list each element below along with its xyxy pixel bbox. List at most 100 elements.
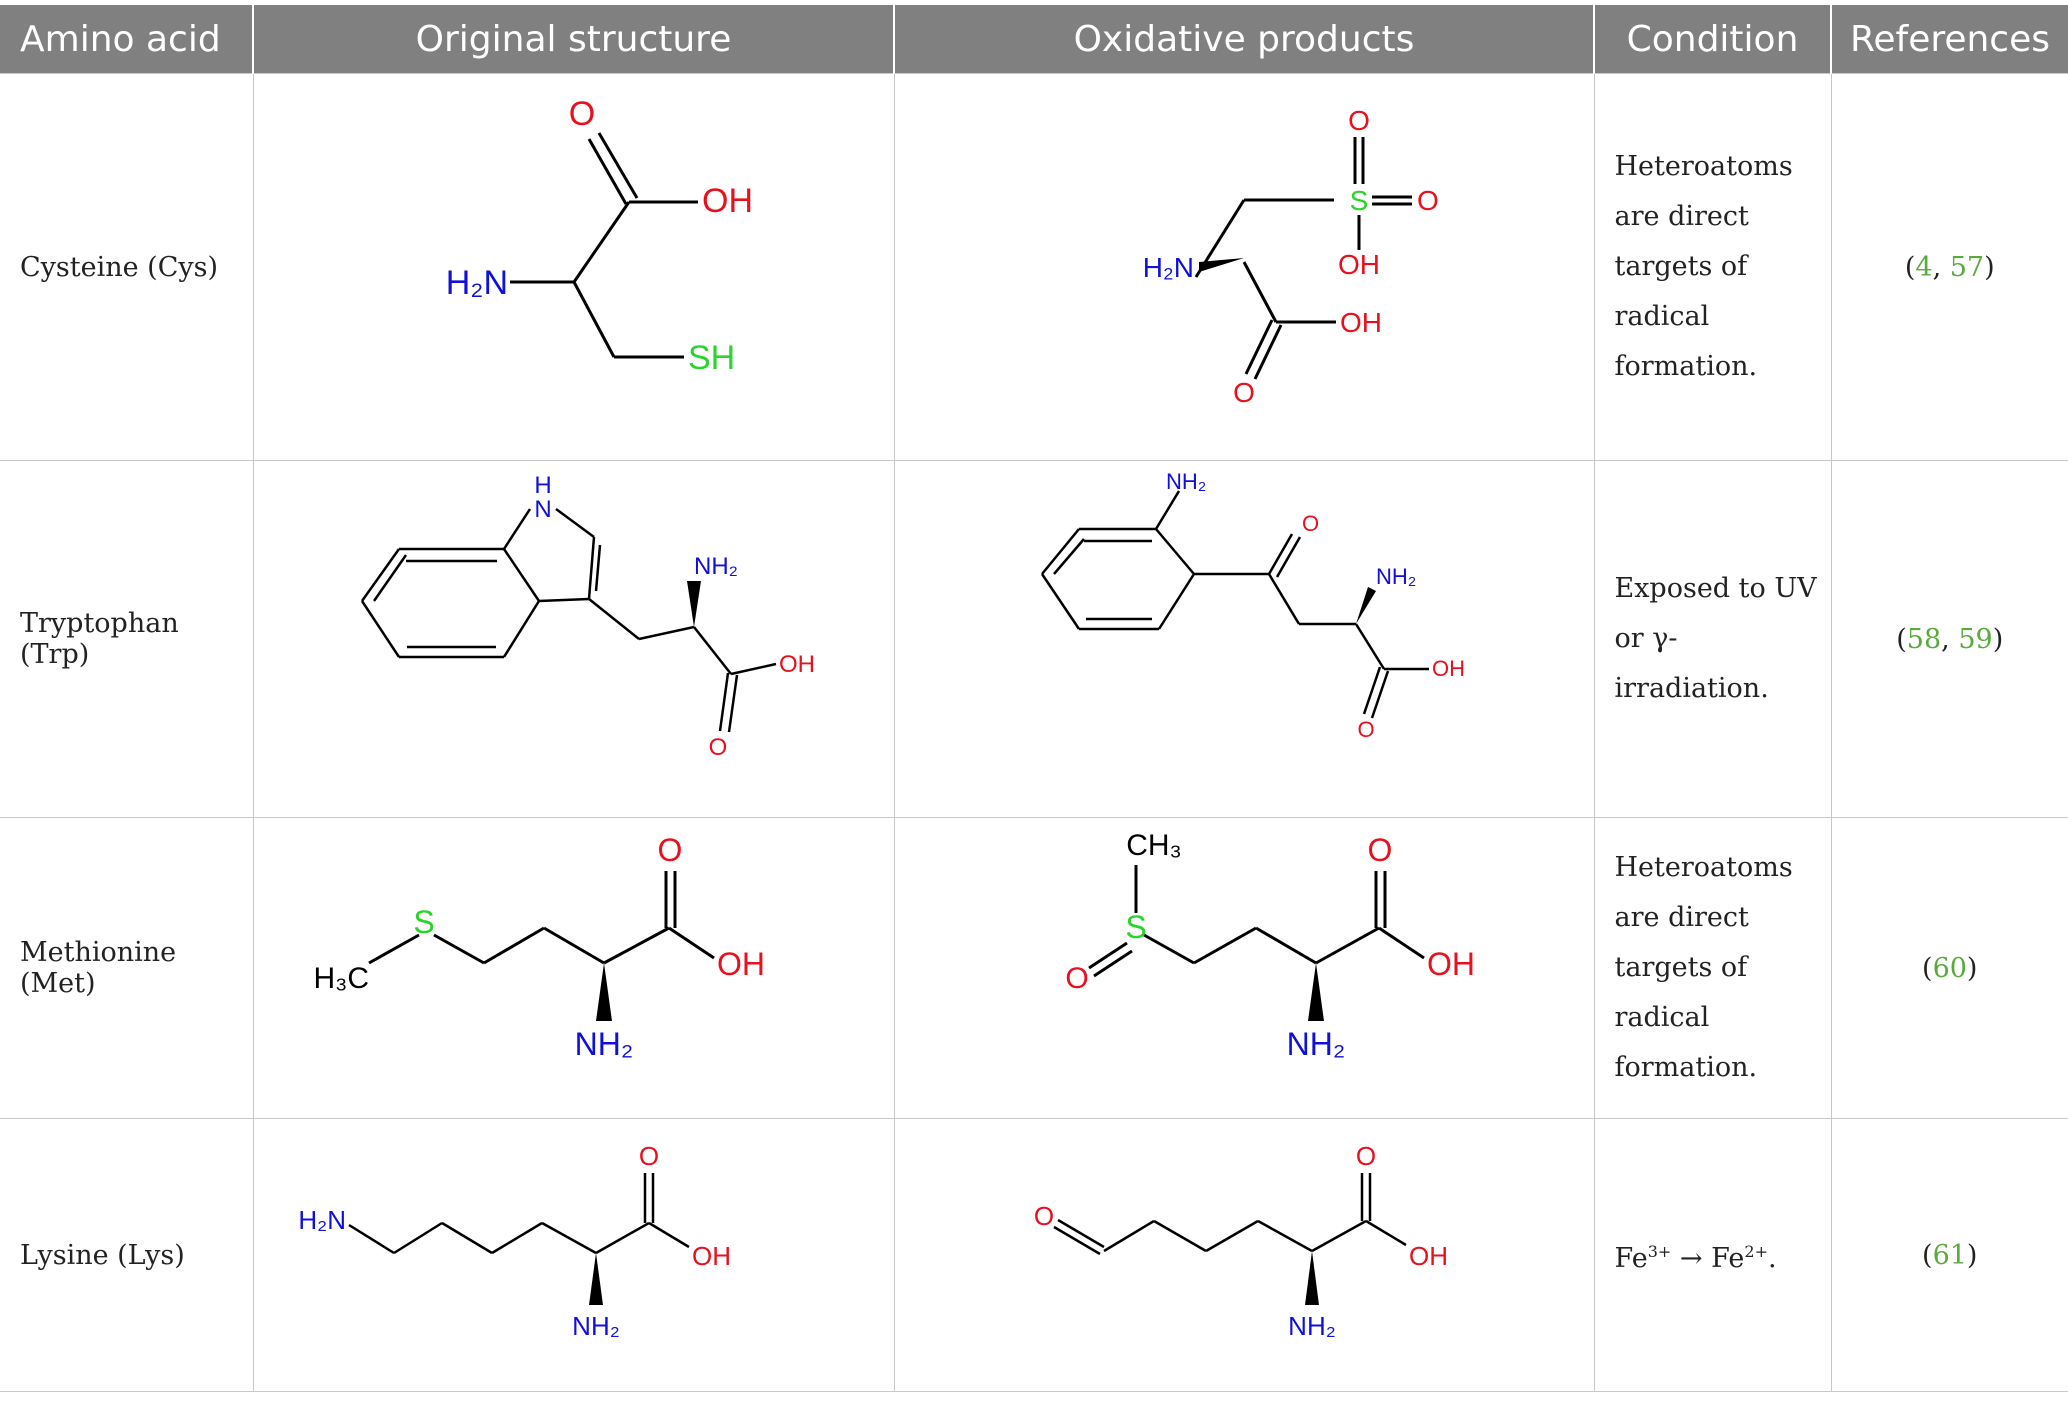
atom-label: O	[1357, 717, 1374, 742]
reference-link[interactable]: 60	[1932, 952, 1967, 984]
atom-label: S	[1125, 909, 1146, 945]
header-references: References	[1830, 5, 2068, 74]
ref-paren-close: )	[1992, 623, 2004, 655]
atom-label: NH₂	[572, 1311, 620, 1341]
table-row: Methionine (Met) O S	[0, 817, 2068, 1119]
atom-label: N	[534, 496, 551, 523]
kynurenine-structure: NH₂ O NH₂ OH O	[1040, 469, 1465, 742]
ref-separator: ,	[1941, 623, 1959, 655]
atom-label: S	[1350, 185, 1369, 216]
reference-link[interactable]: 59	[1958, 623, 1993, 655]
atom-label: CH₃	[1126, 829, 1182, 862]
period: .	[1767, 1242, 1777, 1274]
table-row: Cysteine (Cys) O OH H₂N SH	[0, 73, 2068, 461]
iron-symbol: Fe	[1614, 1242, 1648, 1274]
reference-cell: (60)	[1830, 817, 2068, 1119]
tryptophan-structure: H N NH₂ OH O	[360, 472, 815, 761]
atom-label: OH	[1409, 1241, 1448, 1271]
atom-label: H₂N	[298, 1205, 346, 1235]
ref-paren-close: )	[1966, 952, 1978, 984]
atom-label: NH₂	[1288, 1311, 1336, 1341]
ref-paren-open: (	[1922, 952, 1933, 984]
atom-label: O	[1417, 185, 1439, 216]
allysine-structure: O O OH NH₂	[1034, 1141, 1448, 1341]
amino-acid-name: Cysteine (Cys)	[0, 73, 254, 461]
oxidative-product-cell: O O OH NH₂	[893, 1118, 1595, 1392]
table-row: Lysine (Lys) H₂N	[0, 1118, 2068, 1392]
amino-acid-name: Methionine (Met)	[0, 817, 254, 1119]
atom-label: SH	[688, 339, 735, 377]
cysteic-acid-structure: O S O OH H₂N OH O	[1143, 105, 1439, 408]
reference-cell: (58, 59)	[1830, 460, 2068, 818]
atom-label: OH	[692, 1241, 731, 1271]
atom-label: O	[1302, 511, 1319, 536]
atom-label: O	[1065, 962, 1088, 995]
oxidative-product-cell: O S O OH H₂N OH O	[893, 73, 1595, 461]
atom-label: H	[534, 472, 551, 499]
ref-paren-open: (	[1896, 623, 1907, 655]
atom-label: H₂N	[1143, 252, 1194, 283]
reference-link[interactable]: 4	[1915, 251, 1933, 283]
atom-label: OH	[1338, 249, 1380, 280]
amino-acid-oxidation-table: Amino acid Original structure Oxidative …	[0, 5, 2068, 1392]
reaction-arrow: →	[1671, 1242, 1712, 1274]
methionine-sulfoxide-structure: CH₃ S O O OH NH₂	[1065, 829, 1475, 1062]
charge-superscript: 2+	[1744, 1241, 1768, 1261]
ref-paren-open: (	[1904, 251, 1916, 283]
iron-symbol: Fe	[1711, 1242, 1745, 1274]
reference-cell: (4, 57)	[1830, 73, 2068, 461]
atom-label: NH₂	[1287, 1026, 1346, 1062]
atom-label: O	[708, 734, 727, 761]
atom-label: OH	[1432, 656, 1465, 681]
header-amino-acid: Amino acid	[0, 5, 253, 74]
ref-paren-close: )	[1984, 251, 1995, 283]
atom-label: O	[568, 95, 594, 133]
condition-text: Exposed to UV or γ-irradiation.	[1593, 460, 1832, 818]
reference-link[interactable]: 58	[1906, 623, 1942, 655]
oxidative-product-cell: NH₂ O NH₂ OH O	[893, 460, 1595, 818]
atom-label: OH	[779, 651, 815, 678]
original-structure-cell: H N NH₂ OH O	[252, 460, 895, 818]
atom-label: O	[1356, 1141, 1376, 1171]
original-structure-cell: O OH H₂N SH	[252, 73, 895, 461]
lysine-structure: H₂N O OH NH₂	[298, 1141, 731, 1341]
amino-acid-name: Lysine (Lys)	[0, 1118, 254, 1392]
header-oxidative-products: Oxidative products	[893, 5, 1594, 74]
header-condition: Condition	[1593, 5, 1831, 74]
atom-label: OH	[1340, 307, 1382, 338]
original-structure-cell: H₂N O OH NH₂	[252, 1118, 895, 1392]
reference-link[interactable]: 57	[1949, 251, 1985, 283]
atom-label: H₂N	[445, 264, 507, 302]
header-original-structure: Original structure	[252, 5, 894, 74]
atom-label: NH₂	[1376, 564, 1416, 589]
reference-cell: (61)	[1830, 1118, 2068, 1392]
ref-separator: ,	[1932, 251, 1950, 283]
charge-superscript: 3+	[1647, 1241, 1672, 1261]
ref-paren-open: (	[1922, 1239, 1933, 1271]
atom-label: NH₂	[1166, 469, 1206, 494]
atom-label: OH	[702, 182, 753, 220]
condition-text: Fe3+ → Fe2+.	[1593, 1118, 1832, 1392]
header-row: Amino acid Original structure Oxidative …	[0, 5, 2068, 74]
atom-label: O	[1034, 1201, 1054, 1231]
atom-label: H₃C	[313, 962, 369, 995]
atom-label: O	[657, 832, 682, 868]
atom-label: OH	[1427, 946, 1475, 982]
atom-label: O	[1368, 832, 1393, 868]
table-row: Tryptophan (Trp)	[0, 460, 2068, 818]
atom-label: OH	[717, 946, 765, 982]
cysteine-structure: O OH H₂N SH	[445, 95, 753, 377]
amino-acid-name: Tryptophan (Trp)	[0, 460, 254, 818]
condition-text: Heteroatoms are direct targets of radica…	[1593, 73, 1832, 461]
oxidative-product-cell: CH₃ S O O OH NH₂	[893, 817, 1595, 1119]
ref-paren-close: )	[1966, 1239, 1978, 1271]
atom-label: NH₂	[574, 1026, 633, 1062]
atom-label: S	[413, 904, 434, 940]
atom-label: NH₂	[694, 553, 738, 580]
methionine-structure: O S H₃C OH NH₂	[313, 832, 765, 1062]
atom-label: O	[638, 1141, 658, 1171]
atom-label: O	[1348, 105, 1370, 136]
atom-label: O	[1233, 377, 1255, 408]
original-structure-cell: O S H₃C OH NH₂	[252, 817, 895, 1119]
reference-link[interactable]: 61	[1932, 1239, 1967, 1271]
